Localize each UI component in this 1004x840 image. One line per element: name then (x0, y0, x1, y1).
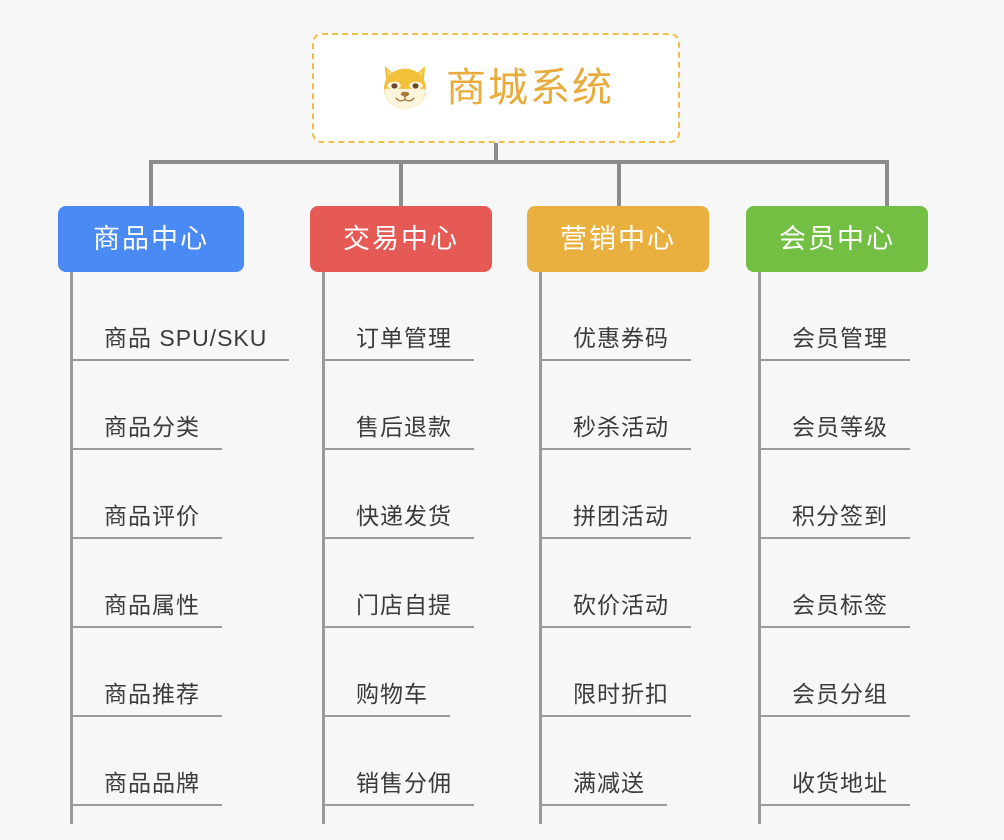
leaf-label: 砍价活动 (573, 592, 669, 619)
leaf-label: 收货地址 (792, 770, 888, 797)
list-item[interactable]: 秒杀活动 (539, 361, 691, 450)
leaf-label: 优惠券码 (573, 325, 669, 352)
connector-bus-bar (149, 160, 889, 164)
leaf-label: 商品评价 (104, 503, 200, 530)
leaf-label: 商品品牌 (104, 770, 200, 797)
list-item[interactable]: 购物车 (322, 628, 450, 717)
list-item[interactable]: 会员标签 (758, 539, 910, 628)
list-item[interactable]: 会员分组 (758, 628, 910, 717)
leaf-label: 商品推荐 (104, 681, 200, 708)
leaf-spine-3 (539, 272, 542, 824)
list-item[interactable]: 商品分类 (70, 361, 222, 450)
list-item[interactable]: 砍价活动 (539, 539, 691, 628)
leaf-label: 会员标签 (792, 592, 888, 619)
leaf-label: 会员管理 (792, 325, 888, 352)
list-item[interactable]: 售后退款 (322, 361, 474, 450)
leaf-label: 商品 SPU/SKU (104, 325, 268, 352)
list-item[interactable]: 限时折扣 (539, 628, 691, 717)
list-item[interactable]: 快递发货 (322, 450, 474, 539)
connector-drop-3 (617, 160, 621, 208)
list-item[interactable]: 优惠券码 (539, 272, 691, 361)
list-item[interactable]: 积分签到 (758, 450, 910, 539)
shiba-dog-face-icon (383, 66, 427, 110)
connector-drop-4 (885, 160, 889, 208)
leaf-label: 购物车 (356, 681, 428, 708)
category-label-1: 商品中心 (93, 223, 209, 254)
leaf-label: 会员等级 (792, 414, 888, 441)
list-item[interactable]: 商品 SPU/SKU (70, 272, 290, 361)
list-item[interactable]: 商品属性 (70, 539, 222, 628)
connector-drop-1 (149, 160, 153, 208)
leaf-label: 会员分组 (792, 681, 888, 708)
leaf-label: 秒杀活动 (573, 414, 669, 441)
connector-drop-2 (399, 160, 403, 208)
leaf-label: 拼团活动 (573, 503, 669, 530)
leaf-label: 售后退款 (356, 414, 452, 441)
leaf-spine-2 (322, 272, 325, 824)
leaf-spine-4 (758, 272, 761, 824)
leaf-label: 商品属性 (104, 592, 200, 619)
list-item[interactable]: 商品评价 (70, 450, 222, 539)
list-item[interactable]: 会员等级 (758, 361, 910, 450)
category-label-3: 营销中心 (560, 223, 676, 254)
list-item[interactable]: 会员管理 (758, 272, 910, 361)
leaf-label: 门店自提 (356, 592, 452, 619)
category-label-2: 交易中心 (343, 223, 459, 254)
list-item[interactable]: 商品推荐 (70, 628, 222, 717)
list-item[interactable]: 收货地址 (758, 717, 910, 806)
leaf-label: 销售分佣 (356, 770, 452, 797)
list-item[interactable]: 订单管理 (322, 272, 474, 361)
list-item[interactable]: 销售分佣 (322, 717, 474, 806)
root-node[interactable]: 商城系统 (312, 33, 680, 143)
connector-root-stem (494, 143, 498, 163)
leaf-spine-1 (70, 272, 73, 824)
list-item[interactable]: 拼团活动 (539, 450, 691, 539)
category-label-4: 会员中心 (779, 223, 895, 254)
list-item[interactable]: 门店自提 (322, 539, 474, 628)
page-title: 商城系统 (446, 66, 614, 110)
leaf-label: 订单管理 (356, 325, 452, 352)
list-item[interactable]: 满减送 (539, 717, 667, 806)
leaf-label: 快递发货 (356, 503, 452, 530)
category-box-1[interactable]: 商品中心 (58, 206, 244, 272)
category-box-3[interactable]: 营销中心 (527, 206, 709, 272)
category-box-2[interactable]: 交易中心 (310, 206, 492, 272)
leaf-label: 商品分类 (104, 414, 200, 441)
list-item[interactable]: 商品品牌 (70, 717, 222, 806)
category-box-4[interactable]: 会员中心 (746, 206, 928, 272)
leaf-label: 满减送 (573, 770, 645, 797)
leaf-label: 积分签到 (792, 503, 888, 530)
leaf-label: 限时折扣 (573, 681, 669, 708)
